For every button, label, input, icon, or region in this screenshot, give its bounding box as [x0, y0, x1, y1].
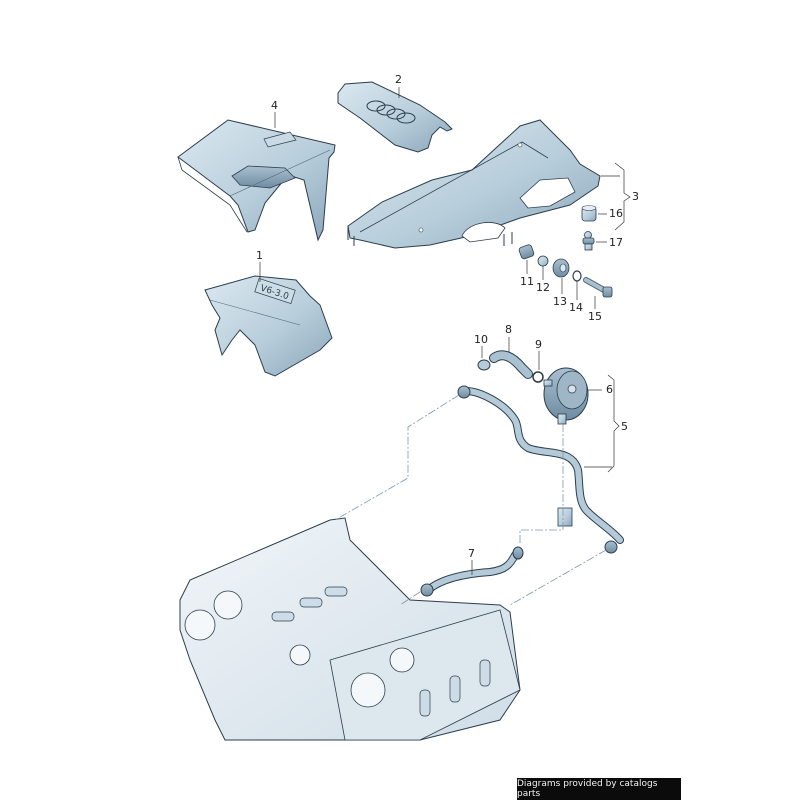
- part-7-breather-hose[interactable]: [420, 546, 524, 597]
- callout-1[interactable]: 1: [256, 249, 263, 262]
- part-3-cover-tray[interactable]: [347, 119, 601, 249]
- part-11-spacer-sleeve[interactable]: [518, 244, 535, 260]
- part-8-hose[interactable]: [489, 350, 533, 379]
- callout-9[interactable]: 9: [535, 338, 542, 351]
- part-6-oil-separator[interactable]: [543, 367, 589, 425]
- callout-3[interactable]: 3: [632, 190, 639, 203]
- footer-credit: Diagrams provided by catalogs parts: [517, 778, 681, 800]
- part-17-ball-stud[interactable]: [582, 231, 595, 251]
- callout-12[interactable]: 12: [536, 281, 550, 294]
- part-16-sleeve[interactable]: [581, 205, 597, 222]
- part-2-cover-trim[interactable]: [337, 81, 453, 153]
- part-15-bolt[interactable]: [583, 277, 613, 298]
- callout-11[interactable]: 11: [520, 275, 534, 288]
- engine-block: [179, 517, 521, 741]
- part-10-hose-clamp[interactable]: [477, 359, 491, 371]
- callout-2[interactable]: 2: [395, 73, 402, 86]
- part-4-engine-cover-left[interactable]: [177, 119, 336, 242]
- callout-14[interactable]: 14: [569, 301, 583, 314]
- callout-5[interactable]: 5: [621, 420, 628, 433]
- part-5-hose-assembly[interactable]: [457, 385, 624, 554]
- part-13-rubber-mount[interactable]: [552, 258, 570, 278]
- callout-6[interactable]: 6: [606, 383, 613, 396]
- callout-7[interactable]: 7: [468, 547, 475, 560]
- assembly-leader-lines: [334, 394, 607, 606]
- callout-10[interactable]: 10: [474, 333, 488, 346]
- callout-13[interactable]: 13: [553, 295, 567, 308]
- part-12-grommet[interactable]: [537, 255, 549, 267]
- callout-8[interactable]: 8: [505, 323, 512, 336]
- callout-16[interactable]: 16: [609, 207, 623, 220]
- callout-4[interactable]: 4: [271, 99, 278, 112]
- part-1-engine-cover-center[interactable]: V6-3.0: [204, 275, 333, 377]
- part-14-washer[interactable]: [572, 270, 582, 282]
- callout-15[interactable]: 15: [588, 310, 602, 323]
- callout-17[interactable]: 17: [609, 236, 623, 249]
- callout-leaders: [259, 87, 631, 575]
- part-9-o-ring[interactable]: [532, 371, 544, 383]
